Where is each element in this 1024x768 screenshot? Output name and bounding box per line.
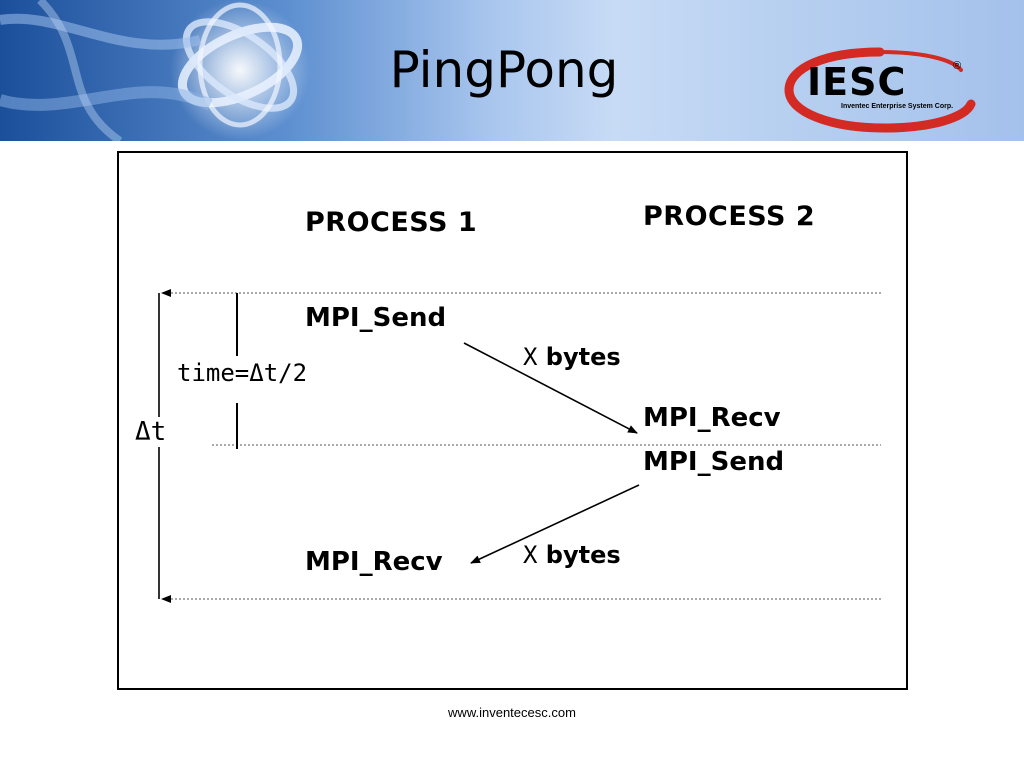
logo-tagline: Inventec Enterprise System Corp. bbox=[841, 103, 954, 110]
registered-mark: ® bbox=[953, 60, 962, 72]
send-arrow-back bbox=[470, 484, 640, 564]
bytes-back-unit: bytes bbox=[537, 541, 621, 569]
bytes-forward-var: X bbox=[523, 343, 538, 371]
bytes-forward-unit: bytes bbox=[537, 343, 621, 371]
send-arrow-forward bbox=[463, 342, 638, 434]
bytes-back-var: X bbox=[523, 541, 538, 569]
decorative-swirl-graphic bbox=[0, 0, 310, 141]
bottom-time-line-arrow bbox=[161, 595, 171, 603]
bytes-forward-label: X bytes bbox=[523, 343, 621, 371]
diagram-lines bbox=[158, 289, 881, 603]
process-1-send: MPI_Send bbox=[305, 303, 447, 333]
company-logo: IESC ® Inventec Enterprise System Corp. bbox=[784, 46, 976, 133]
pingpong-diagram: PROCESS 1 PROCESS 2 MPI_Send MPI_Recv MP… bbox=[117, 151, 908, 690]
footer-url: www.inventecesc.com bbox=[448, 705, 576, 720]
slide-title: PingPong bbox=[389, 41, 619, 99]
process-1-recv: MPI_Recv bbox=[305, 547, 443, 577]
logo-wordmark: IESC bbox=[807, 60, 907, 104]
process-1-label: PROCESS 1 bbox=[305, 207, 478, 238]
half-time-label: time=Δt/2 bbox=[177, 359, 308, 387]
process-2-label: PROCESS 2 bbox=[643, 201, 816, 232]
top-time-line-arrow bbox=[161, 289, 171, 297]
round-trip-label: Δt bbox=[135, 417, 167, 447]
process-2-recv: MPI_Recv bbox=[643, 403, 781, 433]
bytes-back-label: X bytes bbox=[523, 541, 621, 569]
process-2-send: MPI_Send bbox=[643, 447, 785, 477]
slide-header: PingPong IESC ® Inventec Enterprise Syst… bbox=[0, 0, 1024, 141]
